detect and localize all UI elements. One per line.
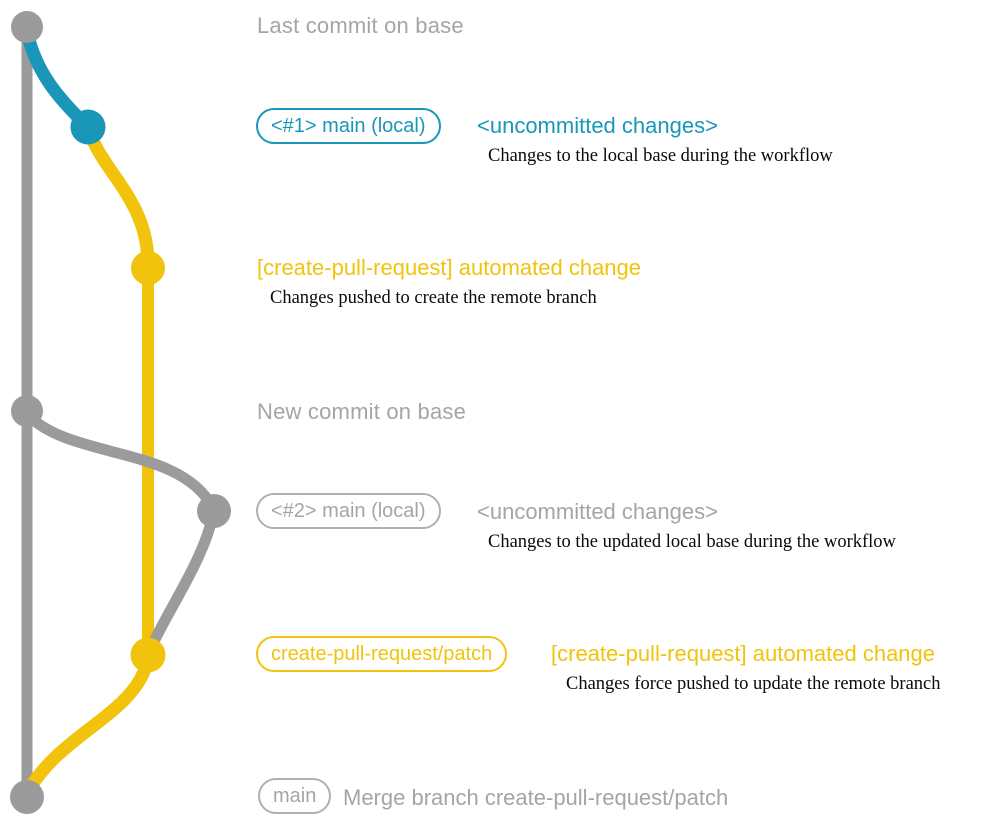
commit-node-state2 bbox=[197, 494, 231, 528]
edge-state2-to-patch2 bbox=[144, 508, 219, 656]
note-push1: Changes pushed to create the remote bran… bbox=[270, 288, 597, 308]
badge-state2-label: <#2> main (local) bbox=[256, 493, 441, 529]
label-uncommitted-changes-2: <uncommitted changes> bbox=[477, 499, 718, 524]
badge-state2-main-local: <#2> main (local) bbox=[256, 493, 441, 529]
label-last-commit-on-base: Last commit on base bbox=[257, 13, 464, 38]
label-automated-change-2: [create-pull-request] automated change bbox=[551, 641, 936, 666]
edge-base-to-state1 bbox=[20, 25, 93, 132]
note-push2: Changes force pushed to update the remot… bbox=[566, 674, 941, 694]
note-state2: Changes to the updated local base during… bbox=[488, 532, 896, 552]
label-uncommitted-changes-1: <uncommitted changes> bbox=[477, 113, 718, 138]
note-state1: Changes to the local base during the wor… bbox=[488, 146, 833, 166]
badge-main-label: main bbox=[258, 778, 332, 814]
edge-state1-to-patch1 bbox=[82, 123, 155, 271]
badge-patch-branch-label: create-pull-request/patch bbox=[256, 636, 508, 672]
commit-node-patch1 bbox=[131, 251, 165, 285]
edge-base-to-state2 bbox=[21, 408, 219, 514]
edge-patch2-to-merge bbox=[22, 650, 155, 797]
commit-node-merge bbox=[10, 780, 44, 814]
label-new-commit-on-base: New commit on base bbox=[257, 399, 467, 424]
commit-node-last-base bbox=[11, 11, 43, 43]
label-automated-change-1: [create-pull-request] automated change bbox=[257, 255, 642, 280]
badge-patch-branch: create-pull-request/patch bbox=[256, 636, 508, 672]
badge-state1-main-local: <#1> main (local) bbox=[256, 108, 441, 144]
commit-node-state1 bbox=[70, 109, 106, 145]
badge-main: main bbox=[258, 778, 332, 814]
badge-state1-label: <#1> main (local) bbox=[256, 108, 441, 144]
commit-node-patch2 bbox=[130, 637, 166, 673]
commit-node-new-base bbox=[11, 395, 43, 427]
commit-graph bbox=[10, 11, 231, 814]
label-merge-branch: Merge branch create-pull-request/patch bbox=[343, 785, 729, 810]
